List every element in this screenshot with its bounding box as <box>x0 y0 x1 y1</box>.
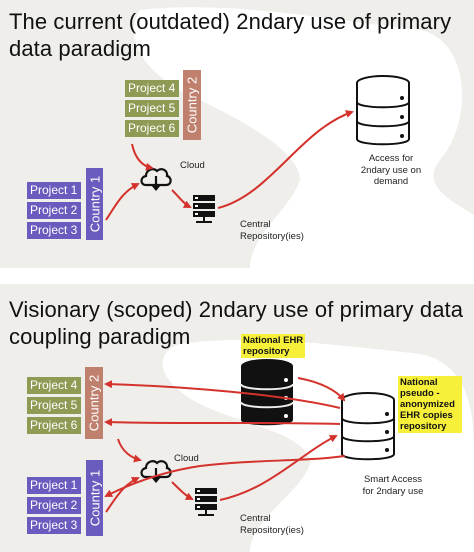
project-2-box: Project 2 <box>27 202 81 219</box>
project-2-box: Project 2 <box>27 497 81 514</box>
cloud-download-icon <box>140 460 172 483</box>
country-2-label: Country 2 <box>184 76 200 134</box>
country-1-bar: Country 1 <box>86 460 103 536</box>
national-ehr-label: National EHR repository <box>241 334 306 358</box>
database-icon <box>356 75 410 146</box>
central-repository-label: Central Repository(ies) <box>240 513 304 536</box>
smart-access-label: Smart Access for 2ndary use <box>362 474 424 497</box>
national-ehr-database-icon <box>240 359 294 426</box>
country-1-label: Country 1 <box>87 175 102 233</box>
project-6-box: Project 6 <box>125 120 179 137</box>
access-label: Access for 2ndary use on demand <box>360 153 422 187</box>
current-paradigm-title: The current (outdated) 2ndary use of pri… <box>9 8 451 62</box>
project-6-box: Project 6 <box>27 417 81 434</box>
pseudo-anonymized-database-icon <box>341 392 395 461</box>
project-5-box: Project 5 <box>125 100 179 117</box>
project-3-box: Project 3 <box>27 222 81 239</box>
server-icon <box>193 195 215 223</box>
server-icon <box>195 488 217 516</box>
cloud-label: Cloud <box>180 160 205 171</box>
country-2-bar: Country 2 <box>85 367 103 439</box>
central-repository-label: Central Repository(ies) <box>240 219 304 242</box>
title-line-1: Visionary (scoped) 2ndary use of primary… <box>9 297 464 322</box>
title-line-2: data paradigm <box>9 36 151 61</box>
country-2-label: Country 2 <box>86 374 102 432</box>
title-line-2: coupling paradigm <box>9 324 191 349</box>
country-1-bar: Country 1 <box>86 168 103 240</box>
current-paradigm-panel: The current (outdated) 2ndary use of pri… <box>0 0 474 268</box>
project-4-box: Project 4 <box>125 80 179 97</box>
national-pseudo-label: National pseudo - anonymized EHR copies … <box>398 376 462 433</box>
project-1-box: Project 1 <box>27 477 81 494</box>
cloud-download-icon <box>140 168 172 191</box>
project-5-box: Project 5 <box>27 397 81 414</box>
country-2-bar: Country 2 <box>183 70 201 140</box>
project-3-box: Project 3 <box>27 517 81 534</box>
visionary-paradigm-panel: Visionary (scoped) 2ndary use of primary… <box>0 284 474 552</box>
title-line-1: The current (outdated) 2ndary use of pri… <box>9 9 452 34</box>
project-1-box: Project 1 <box>27 182 81 199</box>
cloud-label: Cloud <box>174 453 199 464</box>
country-1-label: Country 1 <box>87 469 102 527</box>
project-4-box: Project 4 <box>27 377 81 394</box>
visionary-paradigm-title: Visionary (scoped) 2ndary use of primary… <box>9 296 463 350</box>
